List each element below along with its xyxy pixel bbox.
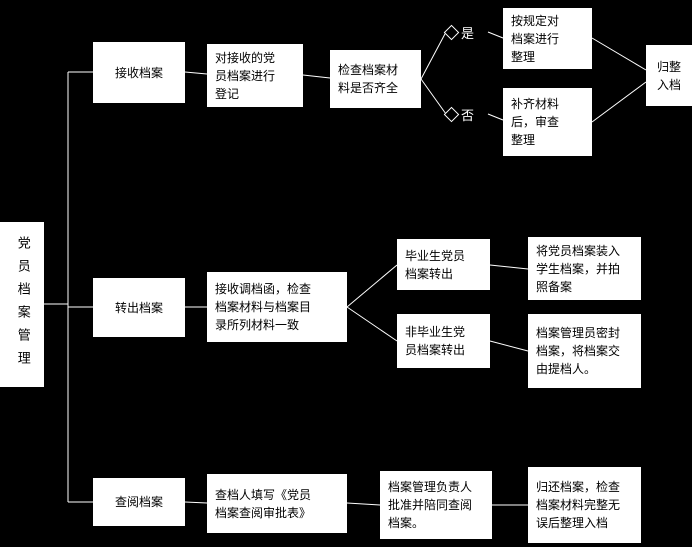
decision-yes: 是 bbox=[443, 20, 475, 44]
decision-no: 否 bbox=[443, 102, 475, 126]
transfer-step-check-catalog: 接收调档函，检查 档案材料与档案目 录所列材料一致 bbox=[207, 272, 347, 342]
receive-step-organize-per-rules: 按规定对 档案进行 整理 bbox=[503, 8, 592, 69]
transfer-branch-graduate: 毕业生党员 档案转出 bbox=[397, 239, 490, 290]
decision-diamond-icon bbox=[443, 24, 460, 40]
consult-step-consult-archives: 查阅档案 bbox=[93, 478, 185, 526]
receive-step-check-complete: 检查档案材 料是否齐全 bbox=[330, 50, 421, 108]
decision-diamond-icon bbox=[443, 106, 460, 122]
decision-label-no: 否 bbox=[461, 108, 475, 124]
consult-step-return-and-refile: 归还档案，检查 档案材料完整无 误后整理入档 bbox=[528, 467, 641, 543]
transfer-step-seal-and-handover: 档案管理员密封 档案，将档案交 由提档人。 bbox=[528, 314, 641, 388]
transfer-branch-non-graduate: 非毕业生党 员档案转出 bbox=[397, 314, 490, 368]
consult-step-fill-approval-form: 查档人填写《党员 档案查阅审批表》 bbox=[207, 474, 347, 533]
root-node-party-archive-management: 党员档案管理 bbox=[0, 222, 44, 387]
receive-step-complete-then-review: 补齐材料 后，审查 整理 bbox=[503, 88, 592, 156]
receive-step-register: 对接收的党 员档案进行 登记 bbox=[207, 44, 303, 107]
transfer-step-transfer-out: 转出档案 bbox=[93, 278, 185, 337]
receive-step-file-into-archive: 归整 入档 bbox=[646, 45, 692, 106]
decision-label-yes: 是 bbox=[461, 26, 475, 42]
receive-step-receive-archives: 接收档案 bbox=[93, 42, 185, 103]
transfer-step-pack-into-student-file: 将党员档案装入 学生档案，并拍 照备案 bbox=[528, 237, 641, 300]
consult-step-approve-and-accompany: 档案管理负责人 批准并陪同查阅 档案。 bbox=[380, 471, 492, 539]
